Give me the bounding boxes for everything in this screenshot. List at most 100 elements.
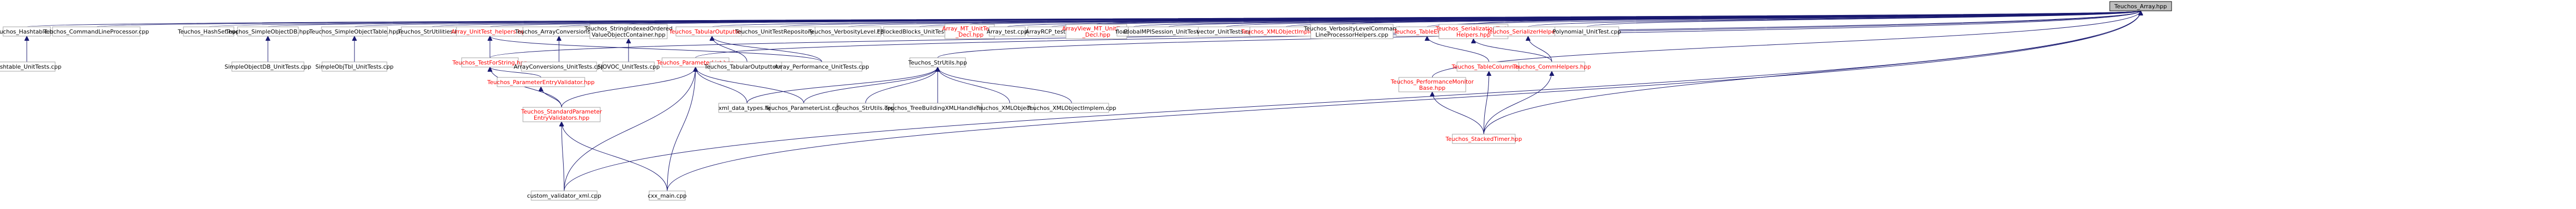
- node-scvcunit[interactable]: SIOVOC_UnitTests.cpp: [597, 61, 660, 72]
- node-label: Teuchos_CommHelpers.hpp: [1512, 63, 1591, 70]
- node-arraymtunit[interactable]: Array_MT_UnitTests_Decl.hpp: [942, 24, 997, 39]
- node-paramlistcpp[interactable]: Teuchos_ParameterList.cpp: [765, 103, 842, 113]
- node-standardparam[interactable]: Teuchos_StandardParameterEntryValidators…: [521, 107, 602, 122]
- node-simpleobjdb[interactable]: Teuchos_SimpleObjectDB.hpp: [225, 26, 310, 37]
- node-label: Teuchos_ParameterList.cpp: [765, 105, 842, 111]
- node-label: Teuchos_VerbosityLevelCommand: [1303, 25, 1400, 32]
- node-label: custom_validator_xml.cpp: [527, 192, 601, 199]
- node-customvalidator[interactable]: custom_validator_xml.cpp: [527, 190, 601, 201]
- node-xmlobjimplcpp[interactable]: Teuchos_XMLObjectImplem.cpp: [1026, 103, 1116, 113]
- node-simpleobjdbunit[interactable]: SimpleObjectDB_UnitTests.cpp: [225, 61, 311, 72]
- node-arrayconv[interactable]: Teuchos_ArrayConversions.hpp: [514, 26, 603, 37]
- node-treebuilding[interactable]: Teuchos_TreeBuildingXMLHandler.cpp: [884, 103, 991, 113]
- edge-commhelpers-to-serialhelper: [1528, 36, 1552, 62]
- node-box: [1452, 134, 1516, 144]
- node-label: SIOVOC_UnitTests.cpp: [597, 63, 659, 70]
- node-xmlinpsrc[interactable]: Teuchos_StrUtils.hpp: [908, 57, 967, 68]
- node-box: [321, 61, 387, 72]
- node-label: Teuchos_CommandLineProcessor.cpp: [43, 28, 149, 35]
- edge-standardparam-to-paramentryval: [541, 86, 562, 108]
- node-label: Teuchos_XMLObjectImplem.hpp: [1241, 28, 1331, 35]
- node-strutilscpp[interactable]: Teuchos_StrUtils.cpp: [836, 103, 895, 113]
- edge-arraymtunit-to-root: [969, 11, 2141, 25]
- node-hashtable[interactable]: Teuchos_Hashtable.hpp: [0, 26, 60, 37]
- edge-cxxmain-to-paramlist: [667, 67, 696, 191]
- node-paramentryval[interactable]: Teuchos_ParameterEntryValidator.hpp: [487, 77, 595, 87]
- node-box: [589, 24, 668, 39]
- edge-xmlobjimplcpp-to-xmlinpsrc: [938, 67, 1072, 104]
- node-label: Teuchos_StrUtils.hpp: [908, 59, 967, 66]
- node-box: [1518, 61, 1585, 72]
- node-cxxmain[interactable]: cxx_main.cpp: [648, 190, 687, 201]
- node-xmlparamdatatypes[interactable]: xml_data_types.hpp: [718, 103, 776, 113]
- node-box: [3, 26, 51, 37]
- node-arrayrcp[interactable]: ArrayRCP_test.cpp: [1025, 26, 1078, 37]
- node-tsstring[interactable]: Teuchos_TestForString.hpp: [452, 57, 528, 68]
- edge-arrayperf-to-arrayunittest: [490, 36, 822, 62]
- node-root[interactable]: Teuchos_Array.hpp: [2109, 1, 2172, 11]
- node-arrayviewmt[interactable]: ArrayView_MT_UnitTests_Decl.hpp: [1062, 24, 1131, 39]
- node-label: Teuchos_StrUtils.cpp: [836, 105, 894, 111]
- node-globalmpi[interactable]: GlobalMPISession_UnitTests.cpp: [1123, 26, 1214, 37]
- node-vectorunit[interactable]: vector_UnitTests.cpp: [1197, 26, 1256, 37]
- node-label: FBlockedBlocks_UnitTests.cpp: [877, 28, 961, 35]
- node-box: [522, 107, 601, 122]
- node-hashset[interactable]: Teuchos_HashSet.hpp: [177, 26, 240, 37]
- node-stackedtimer[interactable]: Teuchos_StackedTimer.hpp: [1445, 134, 1522, 144]
- edge-stackedtimer-to-tablecolumn: [1483, 71, 1489, 135]
- node-label: Teuchos_SerializerHelper.hpp: [1486, 28, 1570, 35]
- node-label: Teuchos_StandardParameter: [521, 108, 602, 115]
- node-label: ArrayView_MT_UnitTests: [1062, 25, 1131, 32]
- node-stringindexed[interactable]: Teuchos_StringIndexedOrderedValueObjectC…: [584, 24, 673, 39]
- node-label: Teuchos_SerializationTraits: [1435, 25, 1512, 32]
- node-label: Teuchos_TabularOutputter.cpp: [704, 63, 790, 70]
- node-tabularout[interactable]: Teuchos_TabularOutputter.hpp: [669, 26, 755, 37]
- node-box: [1065, 24, 1127, 39]
- node-arraytest[interactable]: Array_test.cpp: [987, 26, 1028, 37]
- node-simpleobjtable[interactable]: Teuchos_SimpleObjectTable.hpp: [309, 26, 400, 37]
- node-unittestrepo[interactable]: Teuchos_UnitTestRepository.cpp: [735, 26, 825, 37]
- edge-standardparam-to-tsstring: [490, 67, 562, 108]
- edge-standardparam-to-paramlist: [561, 67, 696, 108]
- node-verbosity[interactable]: Teuchos_VerbosityLevel.cpp: [808, 26, 888, 37]
- node-serialhelper[interactable]: Teuchos_SerializerHelper.hpp: [1486, 26, 1570, 37]
- node-tablecolumn[interactable]: Teuchos_TableColumn.hpp: [1451, 61, 1527, 72]
- node-commhelpers[interactable]: Teuchos_CommHelpers.hpp: [1512, 61, 1591, 72]
- node-label: GlobalMPISession_UnitTests.cpp: [1123, 28, 1213, 35]
- node-verbositycmd[interactable]: Teuchos_VerbosityLevelCommandLineProcess…: [1303, 24, 1400, 39]
- node-label: Teuchos_TabularOutputter.hpp: [669, 28, 755, 35]
- node-box: [989, 26, 1026, 37]
- node-label: Teuchos_TableColumn.hpp: [1451, 63, 1527, 70]
- node-box: [531, 190, 598, 201]
- node-cmdlineproc[interactable]: Teuchos_CommandLineProcessor.cpp: [43, 26, 149, 37]
- edge-stackedtimer-to-perfmonitor: [1432, 92, 1484, 135]
- edge-polynomial-to-root: [1586, 10, 2141, 27]
- node-box: [1398, 77, 1466, 92]
- edge-serialitraits-to-root: [1473, 10, 2141, 25]
- node-label: Array_MT_UnitTests: [942, 25, 997, 32]
- node-polynomial[interactable]: Polynomial_UnitTest.cpp: [1553, 26, 1621, 37]
- node-label: Polynomial_UnitTest.cpp: [1553, 28, 1621, 35]
- node-box: [521, 61, 597, 72]
- node-label: Teuchos_TestForString.hpp: [452, 59, 528, 66]
- edge-arrayviewmt-to-root: [1096, 11, 2141, 25]
- node-arrayperf[interactable]: Array_Performance_UnitTests.cpp: [774, 61, 869, 72]
- node-label: Base.hpp: [1419, 85, 1445, 91]
- node-arrayunittest[interactable]: Array_UnitTest_helpers.hpp: [451, 26, 529, 37]
- node-box: [237, 26, 299, 37]
- edge-stackedtimer-to-commhelpers: [1483, 71, 1552, 135]
- edge-customvalidator-to-paramlist: [564, 67, 696, 191]
- node-box: [944, 24, 995, 39]
- node-xmlobjectcpp[interactable]: Teuchos_XMLObject.cpp: [975, 103, 1044, 113]
- node-label: Array_Performance_UnitTests.cpp: [774, 63, 869, 70]
- node-tabouttest[interactable]: Teuchos_TabularOutputter.cpp: [704, 61, 790, 72]
- node-simpleobjtblunit[interactable]: SimpleObjTbl_UnitTests.cpp: [315, 61, 394, 72]
- node-box: [1554, 26, 1619, 37]
- node-box: [0, 61, 56, 72]
- node-hashtableunit[interactable]: Hashtable_UnitTests.cpp: [0, 61, 61, 72]
- node-fsblocked[interactable]: FBlockedBlocks_UnitTests.cpp: [877, 26, 961, 37]
- node-label: vector_UnitTests.cpp: [1197, 28, 1256, 35]
- node-arrayconvunit[interactable]: ArrayConversions_UnitTests.cpp: [514, 61, 604, 72]
